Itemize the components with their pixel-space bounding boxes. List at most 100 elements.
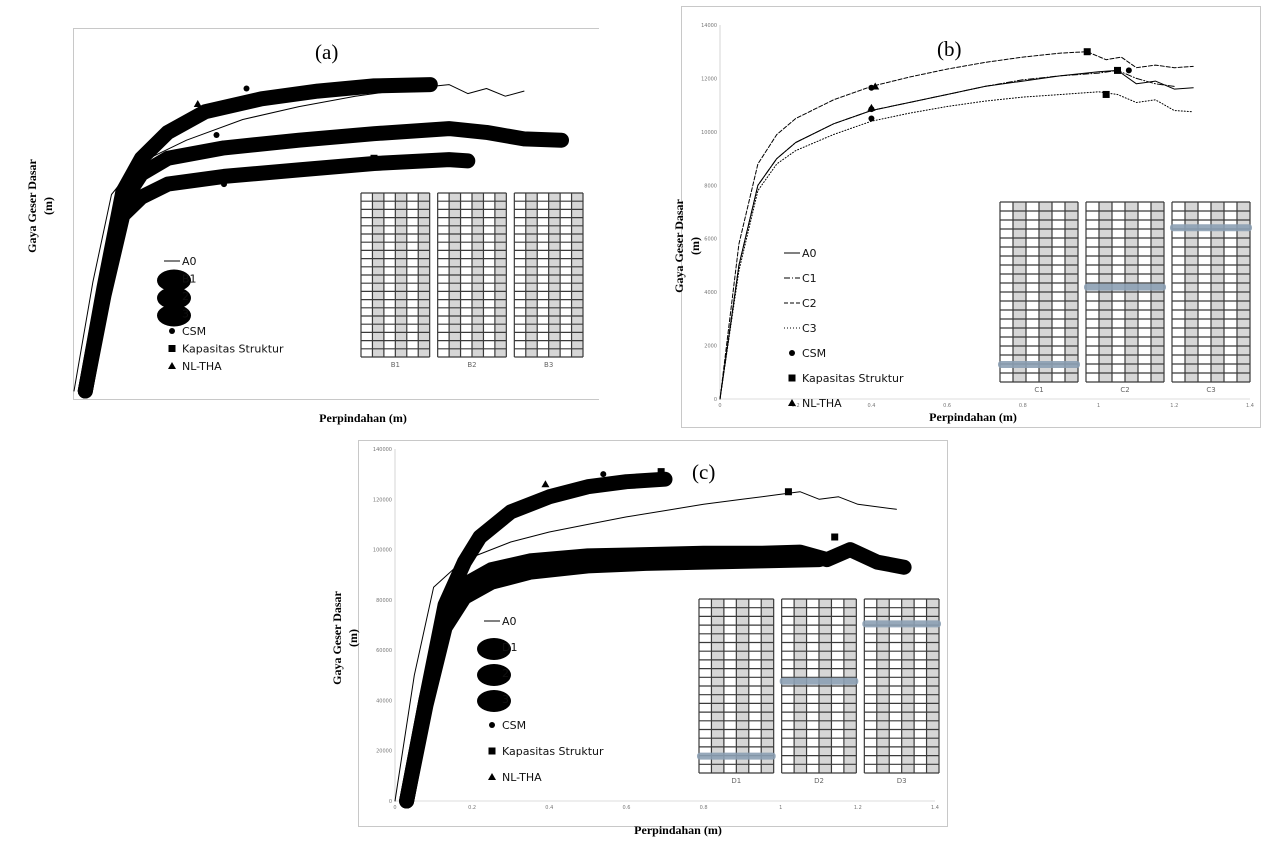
x-tick-label-0: 0 <box>393 805 396 811</box>
legend-item-b3: 3 <box>157 304 191 327</box>
y-tick-label-7: 14000 <box>701 23 717 29</box>
y-tick-label-7: 140000 <box>373 447 392 453</box>
marker-kapasitas-struktur-0 <box>1083 48 1091 56</box>
inset-strengthening-band <box>1170 224 1252 232</box>
marker-csm-0 <box>243 85 250 92</box>
legend-symbol-nl-tha <box>488 773 496 780</box>
legend-symbol-nl-tha <box>168 362 176 369</box>
legend-item-csm: CSM <box>169 325 206 338</box>
x-tick-label-1: 0.2 <box>468 805 476 811</box>
marker-csm-1 <box>213 132 220 139</box>
y-axis-label-b: Gaya Geser Dasar (m) <box>671 181 703 311</box>
inset-label-b3: B3 <box>544 361 553 369</box>
legend-item-csm: CSM <box>789 347 826 360</box>
legend-symbol-kapasitas-struktur <box>488 747 496 755</box>
legend-item-b2: 2 <box>157 287 191 309</box>
x-tick-label-0: 0 <box>718 403 721 409</box>
marker-csm-0 <box>600 471 607 478</box>
inset-frame-d1: D1 <box>697 598 776 785</box>
y-tick-label-2: 4000 <box>704 290 717 296</box>
marker-nl-tha-1 <box>160 133 168 141</box>
marker-kapasitas-struktur-1 <box>784 488 792 496</box>
legend-item-kapasitas-struktur: Kapasitas Struktur <box>788 372 904 385</box>
legend-label-b1: B1 <box>182 273 197 286</box>
inset-label-b2: B2 <box>467 361 476 369</box>
legend-item-d3: 3 <box>477 690 511 712</box>
legend-symbol-kapasitas-struktur <box>168 345 176 352</box>
inset-strengthening-band <box>697 752 776 760</box>
legend-item-a0: A0 <box>164 255 197 268</box>
legend-label-csm: CSM <box>502 719 526 732</box>
inset-strengthening-band <box>1084 283 1166 291</box>
legend-label-c3: C3 <box>802 322 817 335</box>
inset-label-b1: B1 <box>391 361 400 369</box>
legend-symbol-b2 <box>157 287 191 309</box>
marker-kapasitas-struktur-0 <box>363 79 370 87</box>
marker-nl-tha-1 <box>867 103 876 111</box>
y-axis-label-a-line2: (m) <box>41 197 55 215</box>
legend-label-a0: A0 <box>802 247 817 260</box>
y-tick-label-2: 40000 <box>376 698 392 704</box>
legend-label-nl-tha: NL-THA <box>802 397 842 410</box>
legend-label-d1: D1 <box>502 641 517 654</box>
inset-label-c2: C2 <box>1120 386 1129 394</box>
legend-symbol-csm <box>489 722 495 728</box>
x-tick-label-5: 1 <box>779 805 782 811</box>
y-tick-label-1: 2000 <box>704 344 717 350</box>
y-tick-label-4: 80000 <box>376 598 392 604</box>
inset-label-c3: C3 <box>1206 386 1215 394</box>
inset-label-d3: D3 <box>897 777 907 785</box>
marker-csm-3 <box>1125 67 1132 74</box>
y-tick-label-3: 6000 <box>704 237 717 243</box>
legend-symbol-d1 <box>477 638 511 660</box>
legend-item-c2: C2 <box>784 297 817 310</box>
legend-label-c1: C1 <box>802 272 817 285</box>
y-axis-label-c: Gaya Geser Dasar (m) <box>329 573 361 703</box>
legend-label-nl-tha: NL-THA <box>502 771 542 784</box>
legend-symbol-d2 <box>477 664 511 686</box>
legend-label-kapasitas-struktur: Kapasitas Struktur <box>802 372 904 385</box>
legend-label-d2: 2 <box>502 667 509 680</box>
y-tick-label-6: 12000 <box>701 76 717 82</box>
inset-frame-c1: C1 <box>998 201 1080 394</box>
x-tick-label-6: 1.2 <box>1170 403 1178 409</box>
marker-nl-tha-0 <box>541 480 550 488</box>
x-tick-label-5: 1 <box>1097 403 1100 409</box>
inset-strengthening-band <box>998 361 1080 368</box>
inset-frame-d3: D3 <box>862 598 941 785</box>
legend-item-a0: A0 <box>784 247 817 260</box>
y-axis-label-a-line1: Gaya Geser Dasar <box>25 159 39 253</box>
y-tick-label-5: 100000 <box>373 548 392 554</box>
legend-item-kapasitas-struktur: Kapasitas Struktur <box>488 745 604 758</box>
legend-item-c3: C3 <box>784 322 817 335</box>
marker-kapasitas-struktur-2 <box>445 122 453 130</box>
y-tick-label-0: 0 <box>389 799 392 805</box>
marker-csm-2 <box>868 115 875 122</box>
y-axis-label-b-line2: (m) <box>688 237 702 255</box>
series-line-c3 <box>719 91 1194 400</box>
legend-label-b3: 3 <box>182 308 189 321</box>
legend-label-nl-tha: NL-THA <box>182 360 222 373</box>
series-line-b3 <box>77 152 476 399</box>
inset-frame-b3: B3 <box>513 192 584 369</box>
legend-item-c1: C1 <box>784 272 817 285</box>
legend-label-kapasitas-struktur: Kapasitas Struktur <box>502 745 604 758</box>
x-tick-label-4: 0.8 <box>700 805 708 811</box>
panel-label-b: (b) <box>937 37 962 61</box>
marker-csm-2 <box>221 181 227 188</box>
x-axis-label-a: Perpindahan (m) <box>319 411 407 425</box>
marker-nl-tha-1 <box>556 551 565 559</box>
y-tick-label-5: 10000 <box>701 130 717 136</box>
inset-frame-c2: C2 <box>1084 201 1166 394</box>
inset-frame-d2: D2 <box>779 598 859 785</box>
series-line-a0 <box>394 491 897 802</box>
y-tick-label-4: 8000 <box>704 183 717 189</box>
legend-label-a0: A0 <box>182 255 197 268</box>
panel-label-a: (a) <box>315 40 339 64</box>
y-tick-label-6: 120000 <box>373 497 392 503</box>
legend-item-nl-tha: NL-THA <box>488 771 542 784</box>
legend-item-d1: D1 <box>477 638 517 660</box>
legend-label-c2: C2 <box>802 297 817 310</box>
